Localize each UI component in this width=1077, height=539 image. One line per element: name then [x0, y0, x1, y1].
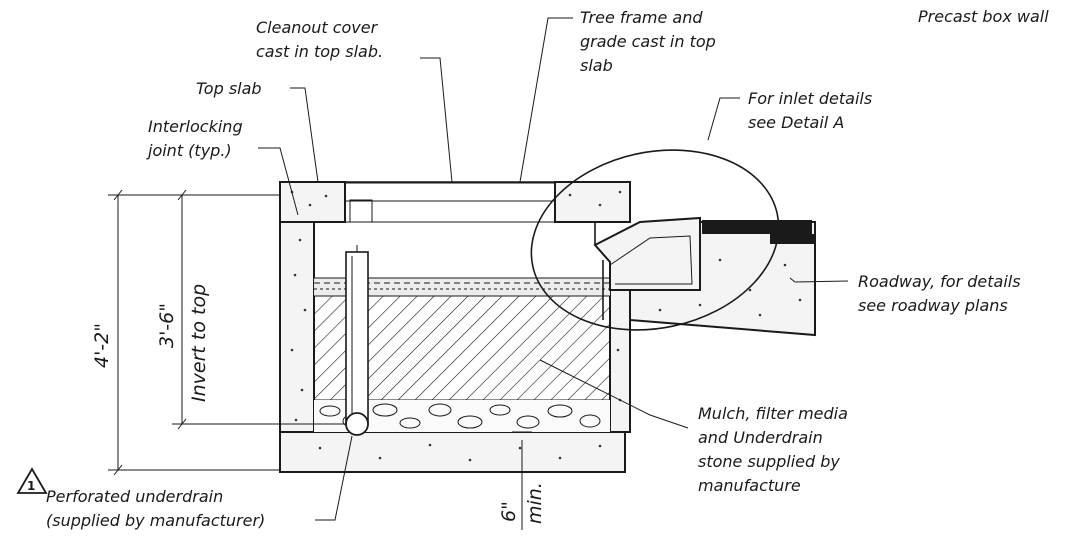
right-precast-wall	[609, 289, 631, 433]
tree-frame-label-line3: slab	[580, 56, 613, 75]
cleanout-label-line2: cast in top slab.	[256, 42, 383, 61]
interlocking-label-line1: Interlocking	[148, 117, 243, 136]
roadway	[629, 220, 816, 337]
tree-frame-label-line2: grade cast in top	[580, 32, 716, 51]
mulch-label-line4: manufacture	[698, 476, 801, 495]
roadway-label-line2: see roadway plans	[858, 296, 1008, 315]
tree-frame-label-line1: Tree frame and	[580, 8, 703, 27]
base-slab	[279, 431, 626, 473]
perforated-underdrain-pipe	[345, 412, 369, 436]
top-slab-label: Top slab	[196, 79, 262, 98]
inlet-label-line2: see Detail A	[748, 113, 844, 132]
dimension-base-thickness	[512, 431, 532, 530]
dimension-invert-to-top	[172, 189, 346, 430]
base-thickness-text: min.	[524, 482, 546, 524]
mulch-label-line1: Mulch, filter media	[698, 404, 848, 423]
interlocking-label-line2: joint (typ.)	[146, 141, 232, 160]
revision-triangle-icon: 1	[16, 467, 48, 494]
cleanout-label-line1: Cleanout cover	[256, 18, 379, 37]
inlet-label-line1: For inlet details	[748, 89, 872, 108]
concrete-stipple	[290, 190, 802, 462]
invert-to-top-value: 3'-6"	[156, 303, 178, 348]
top-slab	[279, 181, 631, 223]
dimension-overall-height	[108, 189, 280, 476]
revision-mark: 1	[27, 479, 35, 493]
mulch-label-line3: stone supplied by	[698, 452, 840, 471]
underdrain-label-line1: Perforated underdrain	[46, 487, 223, 506]
leader-lines	[258, 17, 849, 521]
underdrain-label-line2: (supplied by manufacturer)	[46, 511, 265, 530]
left-precast-wall	[279, 221, 315, 433]
precast-wall-label: Precast box wall	[918, 7, 1049, 26]
cleanout-standpipe	[345, 245, 369, 425]
roadway-label-line1: Roadway, for details	[858, 272, 1021, 291]
mulch-label-line2: and Underdrain	[698, 428, 823, 447]
detail-a-callout-ellipse	[530, 149, 780, 331]
base-thickness-value: 6"	[498, 501, 520, 522]
overall-height-value: 4'-2"	[91, 323, 113, 368]
invert-to-top-text: Invert to top	[188, 284, 210, 402]
